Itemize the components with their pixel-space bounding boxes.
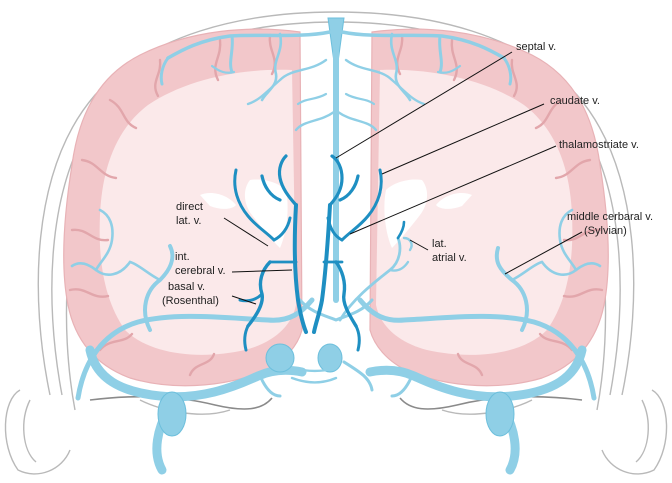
label-thalamostriate-vein: thalamostriate v. — [559, 139, 639, 151]
direct-lat-leader — [223, 217, 269, 247]
label-int-cerebral-vein-line2: cerebral v. — [175, 265, 226, 277]
leader-lines — [223, 51, 583, 305]
left-sigmoid-bulb — [157, 391, 187, 437]
right-ventricle — [384, 179, 428, 248]
left-internal-cerebral-vein — [292, 203, 308, 334]
label-lat-atrial-vein-line1: lat. — [432, 238, 447, 250]
deep-veins — [233, 154, 406, 352]
lateral-ventricles — [200, 179, 472, 248]
label-septal-vein: septal v. — [516, 41, 556, 53]
middle-cerebral-leader — [504, 231, 583, 275]
label-basal-vein-line2: (Rosenthal) — [162, 295, 219, 307]
label-basal-vein-line1: basal v. — [168, 281, 205, 293]
label-middle-cerebral-vein-line1: middle cerbaral v. — [567, 211, 653, 223]
label-direct-lat-vein-line1: direct — [176, 201, 203, 213]
superficial-veins — [70, 17, 602, 475]
label-caudate-vein: caudate v. — [550, 95, 600, 107]
right-sigmoid-bulb — [485, 391, 515, 437]
brain-hemispheres — [63, 28, 609, 387]
left-ear — [4, 389, 71, 475]
int-cerebral-leader — [231, 269, 293, 273]
right-ear — [601, 389, 668, 475]
label-direct-lat-vein-line2: lat. v. — [176, 215, 201, 227]
caudate-leader — [381, 103, 545, 175]
label-middle-cerebral-vein-line2: (Sylvian) — [584, 225, 627, 237]
right-cavernous-sinus — [317, 343, 343, 373]
label-lat-atrial-vein-line2: atrial v. — [432, 252, 467, 264]
gyri — [68, 33, 604, 377]
lat-atrial-leader — [409, 239, 429, 251]
skull-outline — [4, 11, 668, 475]
septal-leader — [335, 51, 513, 159]
labels: septal v. caudate v. thalamostriate v. m… — [162, 41, 653, 307]
basal-leader — [231, 295, 257, 305]
left-cavernous-sinus — [265, 343, 295, 373]
right-internal-cerebral-vein — [312, 203, 332, 334]
label-int-cerebral-vein-line1: int. — [175, 251, 190, 263]
left-ventricle — [244, 179, 288, 248]
thalamostriate-leader — [349, 145, 557, 235]
